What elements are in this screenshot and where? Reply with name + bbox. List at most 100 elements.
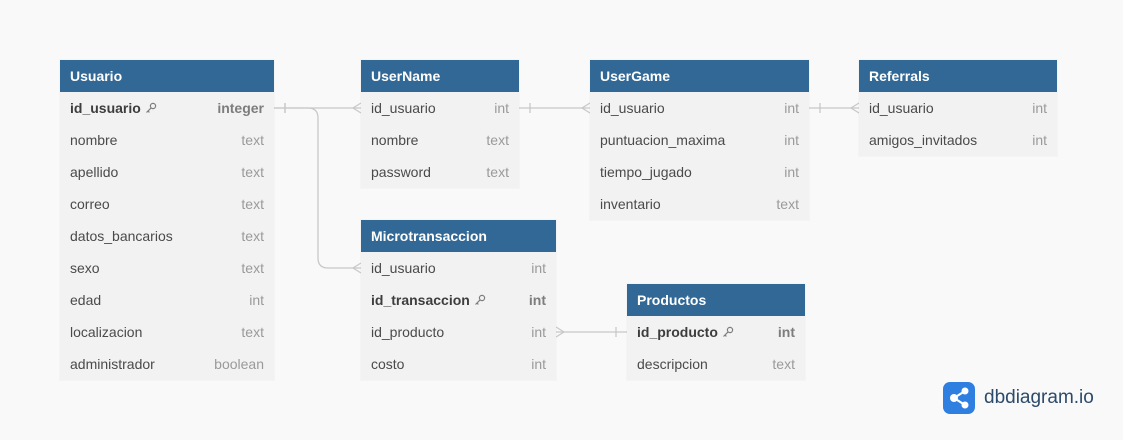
field-name-text: inventario [600,196,661,212]
field-name: id_producto [371,324,444,340]
table-header[interactable]: Usuario [60,60,274,92]
field-name-text: descripcion [637,356,708,372]
field-name-text: id_producto [637,324,718,340]
field-row[interactable]: nombre text [361,124,519,156]
field-name-text: tiempo_jugado [600,164,692,180]
field-name-text: password [371,164,431,180]
relationship-edge[interactable] [809,102,860,114]
field-name: id_usuario [371,260,436,276]
field-name-text: id_usuario [70,100,141,116]
field-row[interactable]: tiempo_jugado int [590,156,809,188]
table-header[interactable]: Productos [627,284,805,316]
key-icon [474,294,486,306]
field-name: costo [371,356,404,372]
table-header[interactable]: Referrals [859,60,1057,92]
field-name: id_producto [637,324,734,340]
field-name-text: id_transaccion [371,292,470,308]
table-header[interactable]: UserGame [590,60,809,92]
field-row[interactable]: password text [361,156,519,188]
field-row[interactable]: edad int [60,284,274,316]
dbdiagram-logo-icon [943,382,975,414]
brand[interactable]: dbdiagram.io [943,382,1094,414]
field-type: int [531,260,546,276]
field-name: edad [70,292,101,308]
field-type: text [241,324,264,340]
field-name-text: puntuacion_maxima [600,132,726,148]
field-row[interactable]: id_transaccion int [361,284,556,316]
field-type: int [777,324,795,340]
field-name: tiempo_jugado [600,164,692,180]
field-row[interactable]: id_producto int [361,316,556,348]
field-name-text: id_usuario [600,100,665,116]
field-type: int [784,100,799,116]
key-icon [145,102,157,114]
field-type: text [486,164,509,180]
field-type: text [486,132,509,148]
field-row[interactable]: localizacion text [60,316,274,348]
table-header[interactable]: Microtransaccion [361,220,556,252]
field-type: text [241,132,264,148]
field-name: id_usuario [70,100,157,116]
field-type: int [249,292,264,308]
field-type: int [531,324,546,340]
field-name-text: apellido [70,164,119,180]
field-row[interactable]: nombre text [60,124,274,156]
field-name-text: edad [70,292,102,308]
field-type: int [784,132,799,148]
table-usuario[interactable]: Usuario id_usuario integer nombre text apelli… [60,60,274,380]
field-name: localizacion [70,324,142,340]
field-type: text [241,228,264,244]
field-name: apellido [70,164,118,180]
field-name: id_usuario [371,100,436,116]
field-row[interactable]: id_usuario integer [60,92,274,124]
field-name-text: datos_bancarios [70,228,173,244]
field-name: descripcion [637,356,708,372]
field-name-text: administrador [70,356,155,372]
field-name-text: sexo [70,260,100,276]
field-name: id_usuario [600,100,665,116]
field-name-text: correo [70,196,110,212]
field-type: integer [217,100,264,116]
field-row[interactable]: puntuacion_maxima int [590,124,809,156]
field-name: administrador [70,356,155,372]
field-name: sexo [70,260,100,276]
field-row[interactable]: id_usuario int [590,92,809,124]
field-name: nombre [371,132,418,148]
relationship-edge[interactable] [519,102,591,114]
field-name-text: id_usuario [869,100,934,116]
field-name-text: localizacion [70,324,143,340]
field-name: datos_bancarios [70,228,173,244]
field-type: int [494,100,509,116]
field-row[interactable]: datos_bancarios text [60,220,274,252]
field-type: int [1032,132,1047,148]
table-header[interactable]: UserName [361,60,519,92]
table-username[interactable]: UserName id_usuario int nombre text password t… [361,60,519,188]
relationship-edge[interactable] [555,326,627,338]
field-type: int [528,292,546,308]
field-name: correo [70,196,110,212]
field-row[interactable]: id_producto int [627,316,805,348]
field-row[interactable]: administrador boolean [60,348,274,380]
field-row[interactable]: id_usuario int [361,92,519,124]
field-row[interactable]: id_usuario int [361,252,556,284]
field-type: int [784,164,799,180]
field-name-text: id_producto [371,324,445,340]
field-name: nombre [70,132,117,148]
relationship-edge[interactable] [274,103,362,274]
field-type: boolean [214,356,264,372]
field-name-text: id_usuario [371,260,436,276]
